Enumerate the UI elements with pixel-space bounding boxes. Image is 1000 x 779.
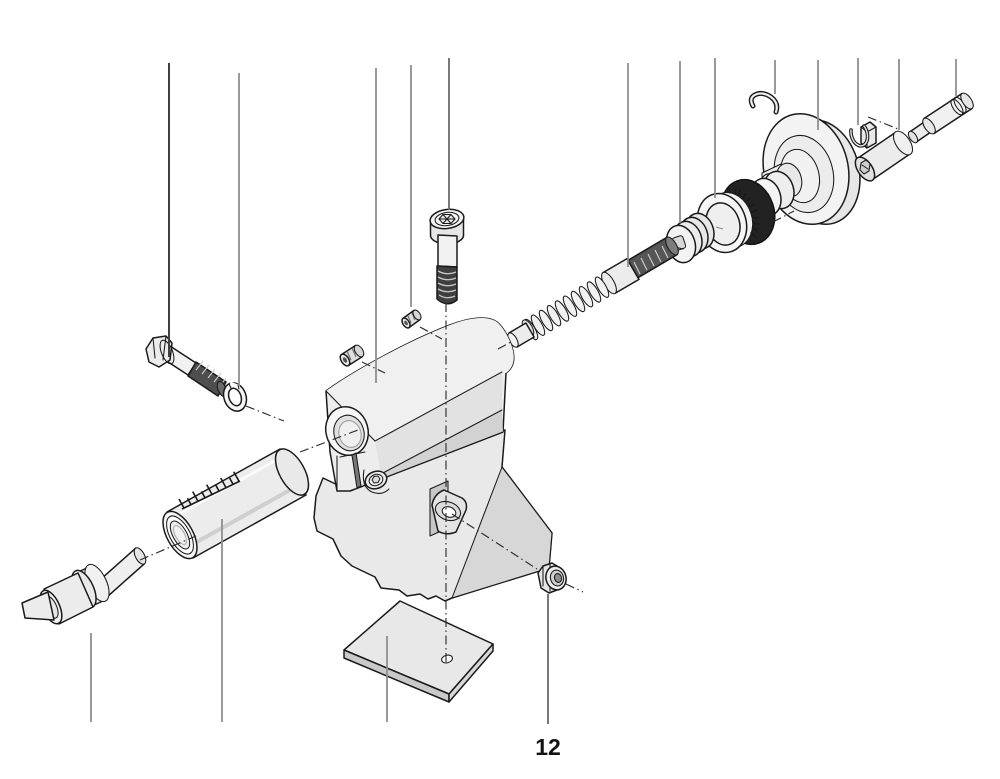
wire-clip — [748, 90, 780, 115]
cap-screw — [429, 208, 465, 305]
spring-washer — [222, 381, 248, 412]
set-screw-front — [339, 344, 365, 367]
tailstock-body — [313, 317, 553, 602]
dial-graduations — [728, 185, 760, 238]
clamp-screw — [364, 470, 388, 490]
screw-thread — [436, 265, 458, 305]
centerlines — [139, 116, 899, 664]
quill-graduations — [178, 471, 241, 510]
set-screw-upper — [401, 309, 422, 329]
clamp-bolt — [145, 335, 228, 398]
center-cone — [21, 591, 55, 621]
bolt-thread — [187, 361, 227, 397]
graduated-dial — [696, 178, 776, 254]
handle-pin — [907, 92, 974, 144]
leader-lines — [90, 58, 957, 724]
part-callout-12: 12 — [535, 734, 561, 760]
dead-center — [21, 547, 147, 625]
leadscrew — [507, 236, 679, 348]
clamp-lug — [431, 489, 468, 535]
leadscrew-coil — [523, 276, 610, 341]
base-plate — [343, 600, 494, 703]
flange-nut — [537, 562, 567, 594]
handle-sleeve — [854, 130, 914, 182]
retaining-clip — [849, 124, 870, 148]
quill-barrel — [162, 448, 310, 560]
